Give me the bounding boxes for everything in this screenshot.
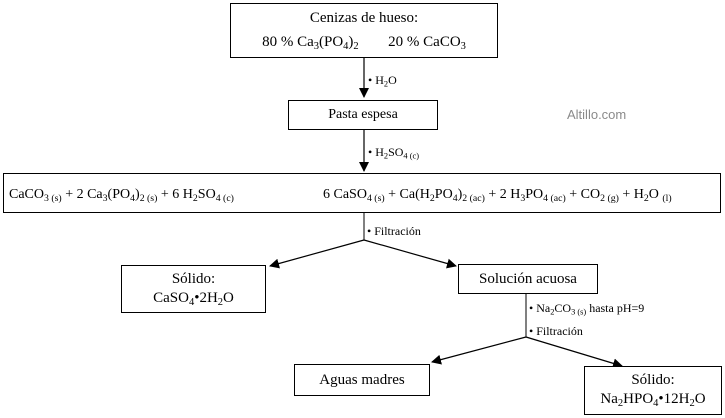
bone-ash-box: Cenizas de hueso: 80 % Ca3(PO4)2 20 % Ca…: [230, 3, 498, 58]
solid-caso4-title: Sólido:: [171, 271, 216, 287]
step-water: • H2O: [368, 73, 397, 89]
mother-liquor-label: Aguas madres: [319, 372, 405, 388]
aqueous-solution-box: Solución acuosa: [458, 264, 598, 294]
bone-ash-composition: 80 % Ca3(PO4)2 20 % CaCO3: [231, 34, 497, 53]
thick-paste-box: Pasta espesa: [288, 100, 438, 130]
thick-paste-label: Pasta espesa: [328, 107, 398, 122]
mother-liquor-box: Aguas madres: [294, 364, 430, 396]
solid-caso4-formula: CaSO4•2H2O: [153, 290, 234, 309]
calcium-phosphate: 80 % Ca3(PO4)2: [262, 34, 359, 53]
reaction-reactants: CaCO3 (s) + 2 Ca3(PO4)2 (s) + 6 H2SO4 (c…: [9, 187, 234, 204]
arrow-to-solution: [363, 239, 457, 269]
calcium-carbonate: 20 % CaCO3: [388, 34, 466, 53]
step-sodium-carbonate: • Na2CO3 (s) hasta pH=9: [529, 301, 645, 317]
watermark: Altillo.com: [567, 107, 627, 122]
arrow-to-mother-liquor: [431, 336, 527, 365]
solid-na2hpo4-formula: Na2HPO4•12H2O: [600, 391, 706, 410]
solid-caso4-box: Sólido: CaSO4•2H2O: [121, 265, 266, 313]
arrow-to-solid-na2hpo4: [525, 336, 623, 369]
step-filtration-2: • Filtración: [529, 324, 583, 338]
solid-na2hpo4-box: Sólido: Na2HPO4•12H2O: [584, 366, 722, 415]
arrow-to-solid-caso4: [269, 239, 365, 269]
step-filtration-1: • Filtración: [367, 224, 421, 238]
reaction-box: [3, 173, 721, 213]
reaction-products: 6 CaSO4 (s) + Ca(H2PO4)2 (ac) + 2 H3PO4 …: [323, 187, 672, 204]
aqueous-solution-label: Solución acuosa: [479, 271, 577, 287]
bone-ash-title: Cenizas de hueso:: [309, 10, 419, 26]
solid-na2hpo4-title: Sólido:: [631, 372, 675, 388]
step-sulfuric-acid: • H2SO4 (c): [368, 145, 419, 161]
